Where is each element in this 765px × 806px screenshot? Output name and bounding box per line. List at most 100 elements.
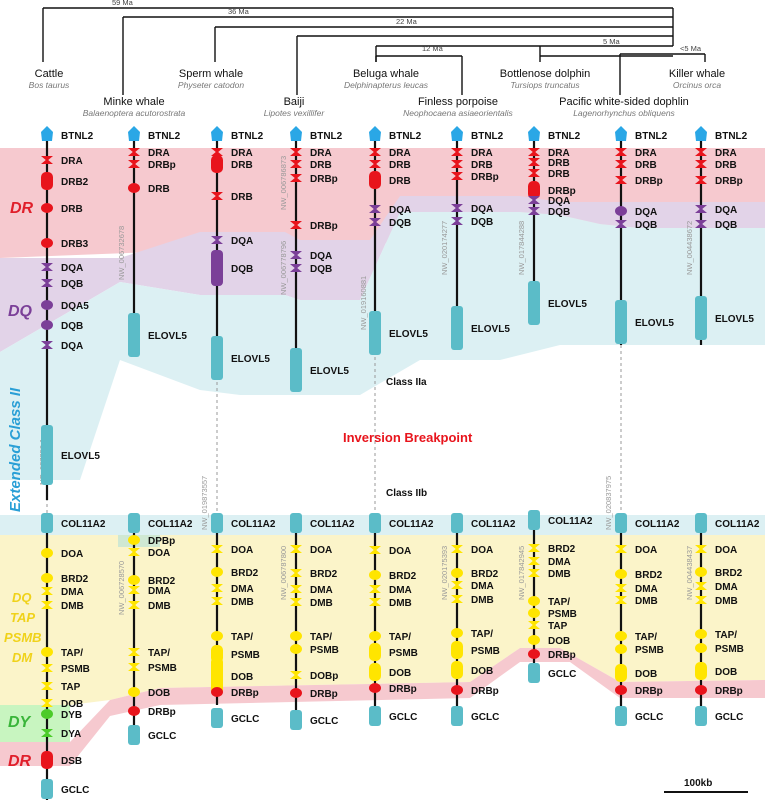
species-latin-name: Delphinapterus leucas bbox=[344, 80, 429, 90]
gene-marker-dot bbox=[528, 596, 540, 606]
gene-marker-dot bbox=[41, 709, 53, 719]
gene-marker-triangle bbox=[290, 163, 302, 168]
gene-marker-triangle bbox=[451, 207, 463, 212]
gene-marker-triangle bbox=[451, 217, 463, 222]
gene-marker-dot bbox=[128, 706, 140, 716]
gene-label: DMB bbox=[635, 596, 658, 607]
gene-marker-bar bbox=[695, 706, 707, 726]
gene-marker-triangle bbox=[211, 239, 223, 244]
gene-marker-triangle bbox=[695, 148, 707, 153]
gene-marker-bar bbox=[290, 710, 302, 730]
gene-marker-bar bbox=[290, 513, 302, 533]
species-name: Beluga whale bbox=[353, 68, 419, 80]
gene-marker-triangle bbox=[290, 569, 302, 574]
gene-label: DMB bbox=[548, 569, 571, 580]
gene-label: TAP/ bbox=[635, 632, 657, 643]
species-latin-name: Neophocaena asiaeorientalis bbox=[403, 108, 513, 118]
gene-marker-dot bbox=[211, 631, 223, 641]
gene-label: ELOVL5 bbox=[548, 299, 587, 310]
gene-marker-triangle bbox=[41, 682, 53, 687]
track-bottlenose-dolphin: NW_017844288NW_017842945BTNL2DRADRBDRBDR… bbox=[517, 126, 593, 683]
gene-label: DQB bbox=[231, 264, 253, 275]
gene-label: DSB bbox=[61, 756, 82, 767]
gene-marker-triangle bbox=[290, 251, 302, 256]
gene-marker-triangle bbox=[695, 545, 707, 550]
gene-marker-triangle bbox=[128, 651, 140, 656]
gene-marker-bar bbox=[41, 425, 53, 485]
gene-marker-dot bbox=[41, 548, 53, 558]
accession-label: NW_006787800 bbox=[279, 546, 288, 600]
gene-marker-triangle bbox=[211, 236, 223, 241]
gene-marker-bar bbox=[290, 348, 302, 392]
gene-label: GCLC bbox=[389, 712, 417, 723]
gene-marker-triangle bbox=[128, 666, 140, 671]
gene-marker-dot bbox=[451, 628, 463, 638]
gene-label: DRB bbox=[310, 160, 332, 171]
accession-label: NW_004438672 bbox=[685, 221, 694, 275]
gene-marker-triangle bbox=[41, 604, 53, 609]
gene-label: DRB bbox=[231, 160, 253, 171]
gene-label: DOB bbox=[715, 667, 737, 678]
gene-marker-triangle bbox=[290, 151, 302, 156]
gene-marker-triangle bbox=[369, 151, 381, 156]
gene-marker-dot bbox=[41, 647, 53, 657]
gene-marker-triangle bbox=[41, 279, 53, 284]
gene-label: DPBp bbox=[148, 536, 175, 547]
gene-marker-triangle bbox=[528, 560, 540, 565]
gene-marker-pentagon bbox=[451, 126, 463, 141]
gene-marker-triangle bbox=[451, 598, 463, 603]
gene-marker-triangle bbox=[615, 160, 627, 165]
gene-label: BTNL2 bbox=[389, 131, 422, 142]
gene-label: COL11A2 bbox=[61, 519, 106, 530]
extended-class-ii-lower-band bbox=[0, 515, 765, 535]
gene-label: DRB bbox=[389, 176, 411, 187]
gene-marker-triangle bbox=[41, 702, 53, 707]
gene-marker-triangle bbox=[695, 176, 707, 181]
gene-label: DRA bbox=[715, 148, 737, 159]
gene-marker-triangle bbox=[290, 674, 302, 679]
gene-marker-triangle bbox=[369, 546, 381, 551]
gene-label: DRBp bbox=[471, 686, 499, 697]
gene-marker-dot bbox=[369, 631, 381, 641]
gene-marker-dot bbox=[695, 643, 707, 653]
gene-marker-bar bbox=[128, 513, 140, 533]
tree-age-label: 12 Ma bbox=[422, 44, 444, 53]
gene-label: DMB bbox=[148, 601, 171, 612]
gene-label: BTNL2 bbox=[471, 131, 504, 142]
gene-label: DMA bbox=[61, 587, 84, 598]
gene-marker-triangle bbox=[451, 172, 463, 177]
gene-marker-triangle bbox=[695, 220, 707, 225]
gene-marker-triangle bbox=[695, 205, 707, 210]
gene-marker-triangle bbox=[369, 549, 381, 554]
gene-label: PSMB bbox=[148, 663, 177, 674]
gene-marker-triangle bbox=[528, 158, 540, 163]
gene-marker-triangle bbox=[211, 548, 223, 553]
gene-marker-triangle bbox=[128, 148, 140, 153]
gene-marker-bar bbox=[528, 510, 540, 530]
gene-marker-triangle bbox=[695, 223, 707, 228]
gene-label: PSMB bbox=[389, 648, 418, 659]
track-finless-porpoise: NW_020174277NW_020175393BTNL2DRADRBDRBpD… bbox=[440, 126, 516, 726]
gene-marker-triangle bbox=[528, 172, 540, 177]
species-latin-name: Balaenoptera acutorostrata bbox=[83, 108, 186, 118]
gene-label: COL11A2 bbox=[471, 519, 516, 530]
gene-label: DOA bbox=[61, 549, 83, 560]
gene-marker-bar bbox=[211, 336, 223, 380]
gene-marker-triangle bbox=[528, 210, 540, 215]
gene-marker-bar bbox=[128, 725, 140, 745]
species-latin-name: Bos taurus bbox=[29, 80, 70, 90]
gene-label: DRB2 bbox=[61, 177, 89, 188]
species-name: Cattle bbox=[35, 68, 64, 80]
gene-label: TAP/ bbox=[471, 629, 493, 640]
gene-label: DRA bbox=[231, 148, 253, 159]
gene-marker-triangle bbox=[211, 148, 223, 153]
gene-marker-triangle bbox=[369, 205, 381, 210]
gene-marker-triangle bbox=[369, 208, 381, 213]
gene-label: PSMB bbox=[471, 646, 500, 657]
gene-label: TAP/ bbox=[715, 630, 737, 641]
gene-marker-triangle bbox=[695, 151, 707, 156]
gene-marker-triangle bbox=[528, 196, 540, 201]
gene-label: ELOVL5 bbox=[148, 331, 187, 342]
gene-label: BRD2 bbox=[231, 568, 259, 579]
